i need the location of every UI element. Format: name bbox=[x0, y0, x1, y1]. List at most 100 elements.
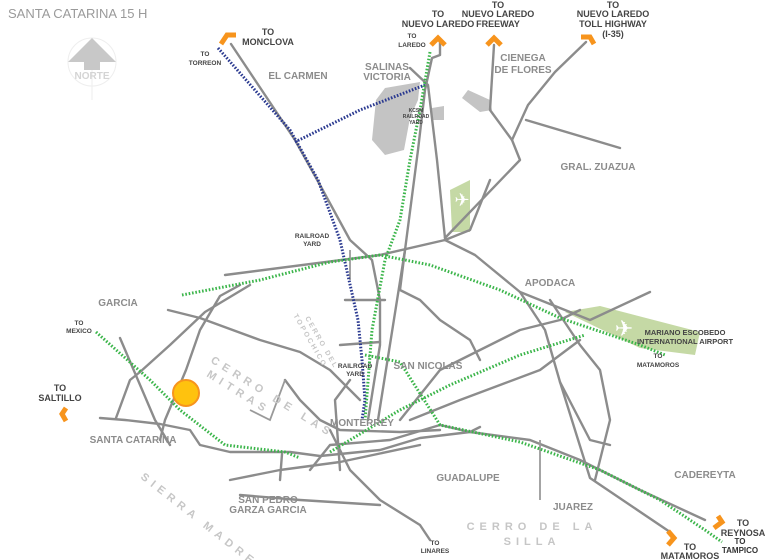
map-label: (I-35) bbox=[602, 29, 624, 39]
map-label: LINARES bbox=[421, 548, 450, 555]
airplane-icon: ✈ bbox=[615, 316, 633, 341]
map-label: NUEVO LAREDO bbox=[402, 19, 475, 29]
chevron-icon bbox=[581, 34, 597, 46]
map-label: RAILROAD bbox=[295, 233, 330, 240]
map-label: TORREON bbox=[189, 60, 222, 67]
map-label: TO bbox=[737, 518, 749, 528]
chevron-icon bbox=[485, 34, 503, 47]
map-label: APODACA bbox=[525, 278, 576, 289]
map-label: NUEVO LAREDO bbox=[577, 9, 650, 19]
chevron-icon bbox=[59, 406, 69, 423]
map-feature bbox=[432, 106, 444, 120]
map-feature bbox=[294, 83, 426, 144]
map-label: MONCLOVA bbox=[242, 37, 294, 47]
map-feature bbox=[333, 378, 352, 472]
map-feature bbox=[223, 238, 652, 322]
map-label: VICTORIA bbox=[363, 72, 411, 83]
map-feature bbox=[462, 90, 492, 112]
map-feature bbox=[548, 298, 612, 482]
chevron-icon bbox=[712, 514, 726, 530]
map-feature bbox=[363, 51, 432, 421]
map-label: RAILROAD bbox=[338, 363, 373, 370]
map-label: TO bbox=[735, 537, 746, 546]
map-label: MONTERREY bbox=[330, 418, 394, 429]
map-feature bbox=[68, 38, 116, 70]
map-label: YARD bbox=[346, 371, 364, 378]
airplane-icon: ✈ bbox=[454, 190, 469, 210]
map-label: CERRO DE LAS bbox=[208, 354, 336, 440]
map-label: TAMPICO bbox=[722, 546, 758, 555]
map-label: TOLL HIGHWAY bbox=[579, 19, 647, 29]
map-label: GARZA GARCIA bbox=[229, 505, 306, 516]
map-feature bbox=[228, 443, 422, 482]
map-label: TO bbox=[54, 383, 66, 393]
north-arrow-icon: NORTE bbox=[67, 37, 117, 100]
map-label: REYNOSA bbox=[721, 528, 766, 538]
map-feature bbox=[408, 338, 582, 422]
map-title: SANTA CATARINA 15 H bbox=[8, 6, 148, 21]
airport-area bbox=[450, 180, 470, 232]
map-label: TO bbox=[201, 51, 210, 58]
map-feature bbox=[518, 290, 612, 447]
map-label: NUEVO LAREDO bbox=[462, 9, 535, 19]
map-feature bbox=[238, 493, 382, 507]
map-label: GRAL. ZUAZUA bbox=[561, 162, 636, 173]
map-label: CERRO DE LA bbox=[467, 521, 598, 533]
map-feature bbox=[283, 378, 442, 434]
railway-kcsm bbox=[216, 47, 426, 421]
map-feature bbox=[558, 380, 672, 534]
map-label: TO bbox=[492, 0, 504, 10]
map-feature bbox=[372, 82, 420, 155]
map-feature bbox=[524, 118, 622, 150]
map-label: LAREDO bbox=[398, 42, 425, 49]
map-label: CADEREYTA bbox=[674, 470, 735, 481]
map-label: KCSM bbox=[409, 108, 424, 114]
map-feature bbox=[408, 66, 447, 240]
map-feature bbox=[98, 416, 707, 522]
map-label: TO bbox=[654, 353, 663, 360]
map-label: YARD bbox=[303, 241, 321, 248]
map-label: MATAMOROS bbox=[661, 551, 720, 560]
map-label: CERRO DE LASMITRAS bbox=[201, 354, 336, 452]
chevron-icon bbox=[666, 529, 678, 547]
map-label: GUADALUPE bbox=[436, 473, 500, 484]
map-feature bbox=[278, 452, 284, 482]
map-feature bbox=[510, 40, 588, 142]
map-feature bbox=[114, 283, 252, 420]
map-feature bbox=[364, 353, 723, 544]
site-marker[interactable] bbox=[172, 379, 200, 407]
map-feature bbox=[328, 428, 432, 542]
direction-chevrons bbox=[59, 32, 726, 547]
map-label: YARD bbox=[409, 120, 423, 126]
map-label: SALTILLO bbox=[38, 393, 81, 403]
map-feature bbox=[249, 379, 286, 422]
map-feature bbox=[398, 248, 482, 362]
map-feature bbox=[95, 330, 301, 460]
map-label: GARCIA bbox=[98, 298, 137, 309]
map-feature bbox=[308, 423, 482, 472]
map-label: DE FLORES bbox=[494, 65, 552, 76]
compass-label: NORTE bbox=[75, 71, 110, 82]
industrial-areas bbox=[372, 82, 492, 155]
map-feature bbox=[443, 178, 492, 242]
map-feature bbox=[338, 340, 382, 347]
map-label: MARIANO ESCOBEDO bbox=[645, 328, 726, 337]
map-label: TO bbox=[607, 0, 619, 10]
map-label: INTERNATIONAL AIRPORT bbox=[637, 337, 734, 346]
mountain-labels: SIERRA MADRE CERRO DE LASMITRAS CERRO DE… bbox=[138, 313, 598, 560]
